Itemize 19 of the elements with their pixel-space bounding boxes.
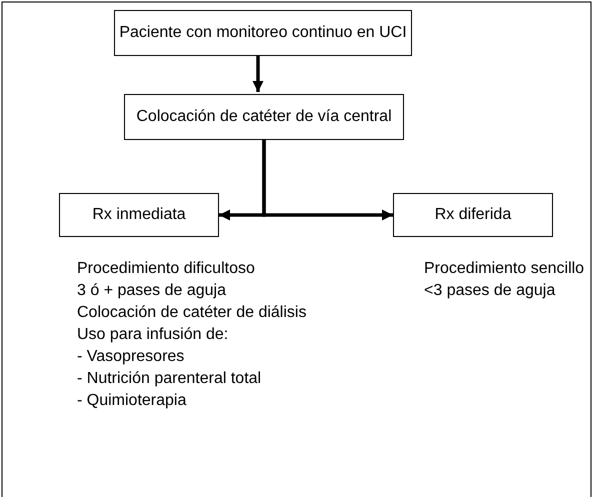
note-text: - Quimioterapia	[77, 391, 186, 411]
box-label: Rx diferida	[434, 206, 512, 224]
arrow	[252, 56, 264, 92]
note-text: Procedimiento sencillo	[424, 259, 584, 279]
process-box	[393, 193, 553, 237]
note-text: Uso para infusión de:	[77, 325, 228, 345]
note-text: Colocación de catéter de diálisis	[77, 303, 306, 323]
process-box	[114, 10, 412, 56]
arrow	[262, 140, 393, 221]
process-box	[124, 94, 404, 140]
note-text: 3 ó + pases de aguja	[77, 281, 226, 301]
box-label: Rx inmediata	[92, 206, 186, 224]
note-text: Procedimiento dificultoso	[77, 259, 255, 279]
note-text: <3 pases de aguja	[424, 281, 556, 301]
box-label: Paciente con monitoreo continuo en UCI	[119, 24, 407, 42]
note-text: - Vasopresores	[77, 347, 184, 367]
note-text: - Nutrición parenteral total	[77, 369, 262, 389]
box-label: Colocación de catéter de vía central	[136, 108, 392, 126]
process-box	[59, 193, 219, 237]
